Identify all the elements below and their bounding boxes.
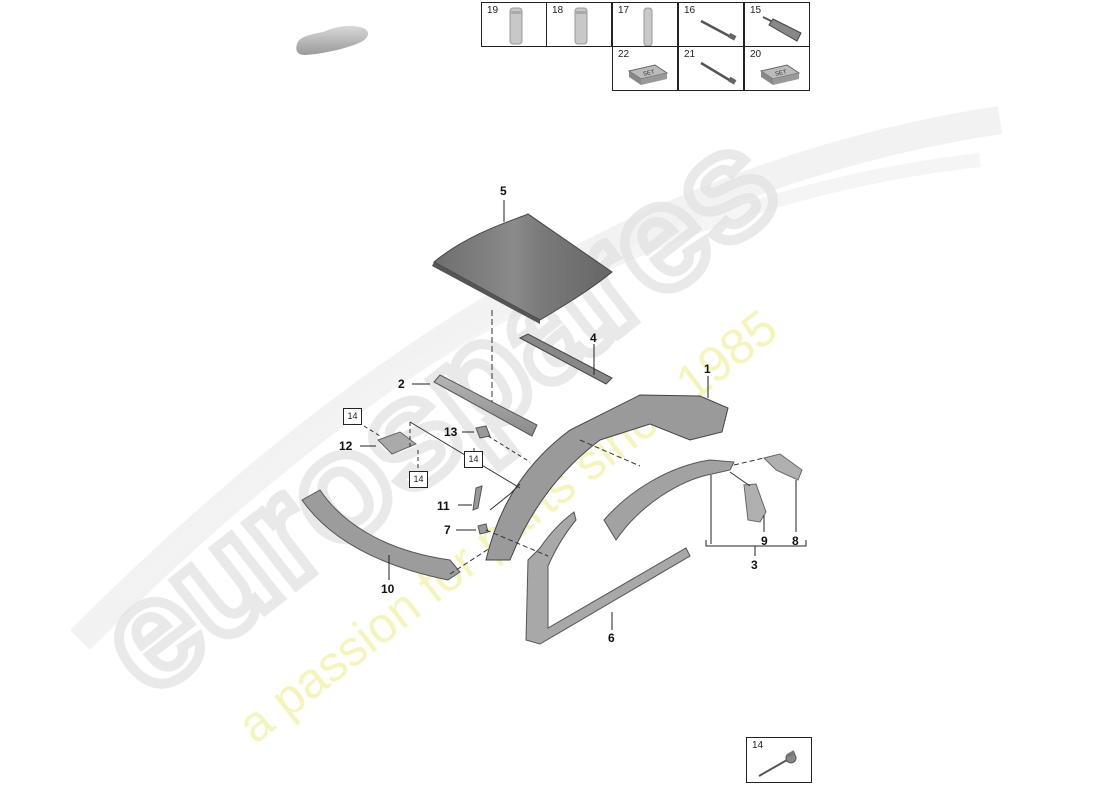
part-cell-16[interactable]: 16 xyxy=(678,2,744,47)
bracket-part-11[interactable] xyxy=(472,485,483,511)
callout-11[interactable]: 11 xyxy=(437,499,450,513)
callout-1[interactable]: 1 xyxy=(704,362,711,376)
clip-part-13[interactable] xyxy=(475,425,491,439)
svg-text:SET: SET xyxy=(643,69,656,77)
callout-13[interactable]: 13 xyxy=(444,425,458,439)
ref-box-14[interactable]: 14 xyxy=(464,451,483,468)
ref-box-14[interactable]: 14 xyxy=(409,471,428,488)
callout-3[interactable]: 3 xyxy=(751,558,758,572)
callout-4[interactable]: 4 xyxy=(590,331,597,345)
callout-7[interactable]: 7 xyxy=(444,523,451,537)
cylinder-can-icon xyxy=(509,7,523,45)
clip-part-7[interactable] xyxy=(477,523,489,535)
part-cell-18[interactable]: 18 xyxy=(546,2,612,47)
sill-pillar-part-6[interactable] xyxy=(525,511,691,645)
part-cell-22[interactable]: 22 SET xyxy=(612,46,678,91)
set-box-icon: SET xyxy=(759,64,801,85)
callout-5[interactable]: 5 xyxy=(500,184,507,198)
blind-rivet-icon xyxy=(758,750,797,777)
bracket-part-12[interactable] xyxy=(377,431,417,455)
part-cell-14[interactable]: 14 xyxy=(746,737,812,783)
callout-12[interactable]: 12 xyxy=(339,439,353,453)
callout-2[interactable]: 2 xyxy=(398,377,405,391)
svg-text:SET: SET xyxy=(775,69,788,77)
part-cell-15[interactable]: 15 xyxy=(744,2,810,47)
callout-10[interactable]: 10 xyxy=(381,582,395,596)
callout-9[interactable]: 9 xyxy=(761,534,768,548)
roof-rail-part-4[interactable] xyxy=(518,333,613,385)
cylinder-can-icon xyxy=(574,7,588,45)
part-cell-21[interactable]: 21 xyxy=(678,46,744,91)
rivet-pin-icon xyxy=(700,61,737,85)
ref-box-14[interactable]: 14 xyxy=(343,408,362,425)
bracket-part-8[interactable] xyxy=(763,453,803,481)
callout-6[interactable]: 6 xyxy=(608,631,615,645)
cross-member-part-2[interactable] xyxy=(433,374,538,437)
rivet-pin-icon xyxy=(700,19,737,41)
bracket-part-9[interactable] xyxy=(743,483,767,523)
part-cell-20[interactable]: 20 SET xyxy=(744,46,810,91)
car-silhouette-icon xyxy=(296,25,369,55)
roof-panel-part-5[interactable] xyxy=(432,213,613,324)
callout-8[interactable]: 8 xyxy=(792,534,799,548)
wheel-arch-part-3[interactable] xyxy=(603,459,735,541)
cartridge-nozzle-icon xyxy=(762,16,802,42)
side-frame-part-1[interactable] xyxy=(485,394,729,561)
set-box-icon: SET xyxy=(627,64,669,85)
pillar-part-10[interactable] xyxy=(301,489,461,581)
